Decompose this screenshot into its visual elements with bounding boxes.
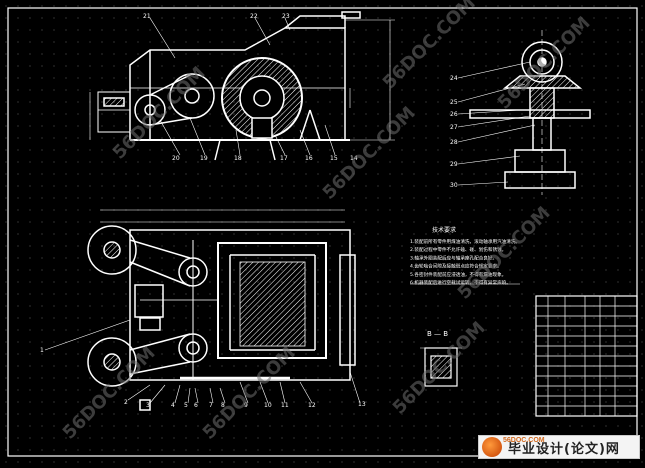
notes-list: 1.装配前所有零件用煤油清洗，滚动轴承用汽油清洗。2.装配过程中零件不允许磕、碰… <box>410 238 520 286</box>
plan-callout-4: 4 <box>171 402 175 409</box>
end-callout-6: 29 <box>450 161 458 168</box>
side-callout-1: 20 <box>172 155 180 162</box>
plan-leaders <box>44 319 361 404</box>
plan-callout-13: 13 <box>358 401 366 408</box>
drawing-frame <box>7 7 638 457</box>
top-callout-3: 23 <box>282 13 290 20</box>
plan-callout-1: 1 <box>40 347 44 354</box>
title-block <box>535 295 638 417</box>
top-callout-1: 21 <box>143 13 151 20</box>
side-callout-6: 15 <box>330 155 338 162</box>
notes-title: 技术要求 <box>432 226 456 234</box>
plan-callout-12: 12 <box>308 402 316 409</box>
side-callout-5: 16 <box>305 155 313 162</box>
site-logo-bar[interactable]: 56DOC.COM 毕业设计(论文)网 <box>478 435 640 459</box>
plan-callout-9: 9 <box>244 402 248 409</box>
side-view-labels: 21 22 23 20 19 18 17 16 15 14 <box>143 13 358 162</box>
section-bb-view <box>420 347 462 387</box>
note-line-5: 5.各密封件装配前应浸透油，不得有漏油现象。 <box>410 271 506 278</box>
plan-callout-11: 11 <box>281 402 289 409</box>
side-elevation-view <box>97 11 361 161</box>
site-logo-icon <box>482 437 502 457</box>
note-line-2: 2.装配过程中零件不允许磕、碰、划伤和锈蚀。 <box>410 246 506 253</box>
end-callout-2: 25 <box>450 99 458 106</box>
end-callout-1: 24 <box>450 75 458 82</box>
site-title: 毕业设计(论文)网 <box>508 441 620 457</box>
side-leaders <box>149 17 336 156</box>
plan-callout-10: 10 <box>264 402 272 409</box>
side-dimensions <box>89 19 395 141</box>
plan-callout-7: 7 <box>209 402 213 409</box>
note-line-6: 6.机器装配后进行空载试运转，不得有异常声响。 <box>410 279 511 286</box>
end-callout-4: 27 <box>450 124 458 131</box>
plan-callout-2: 2 <box>124 399 128 406</box>
end-callout-7: 30 <box>450 182 458 189</box>
end-callout-5: 28 <box>450 139 458 146</box>
end-callout-3: 26 <box>450 111 458 118</box>
end-leaders <box>457 61 536 186</box>
top-callout-2: 22 <box>250 13 258 20</box>
end-view-labels: 24 25 26 27 28 29 30 <box>450 75 458 189</box>
plan-callout-3: 3 <box>146 402 150 409</box>
side-callout-4: 17 <box>280 155 288 162</box>
end-view <box>469 30 591 195</box>
plan-view <box>87 209 356 411</box>
note-line-4: 4.齿轮啮合间隙及接触斑点应符合规定要求。 <box>410 263 502 270</box>
plan-callout-6: 6 <box>194 402 198 409</box>
side-callout-7: 14 <box>350 155 358 162</box>
note-line-3: 3.轴承外圈装配后应与轴承座孔配合良好。 <box>410 254 497 261</box>
side-callout-3: 18 <box>234 155 242 162</box>
plan-callout-5: 5 <box>184 402 188 409</box>
side-callout-2: 19 <box>200 155 208 162</box>
section-label: B — B <box>427 330 448 338</box>
note-line-1: 1.装配前所有零件用煤油清洗，滚动轴承用汽油清洗。 <box>410 238 520 245</box>
site-domain: 56DOC.COM <box>503 437 545 444</box>
plan-callout-8: 8 <box>221 402 225 409</box>
